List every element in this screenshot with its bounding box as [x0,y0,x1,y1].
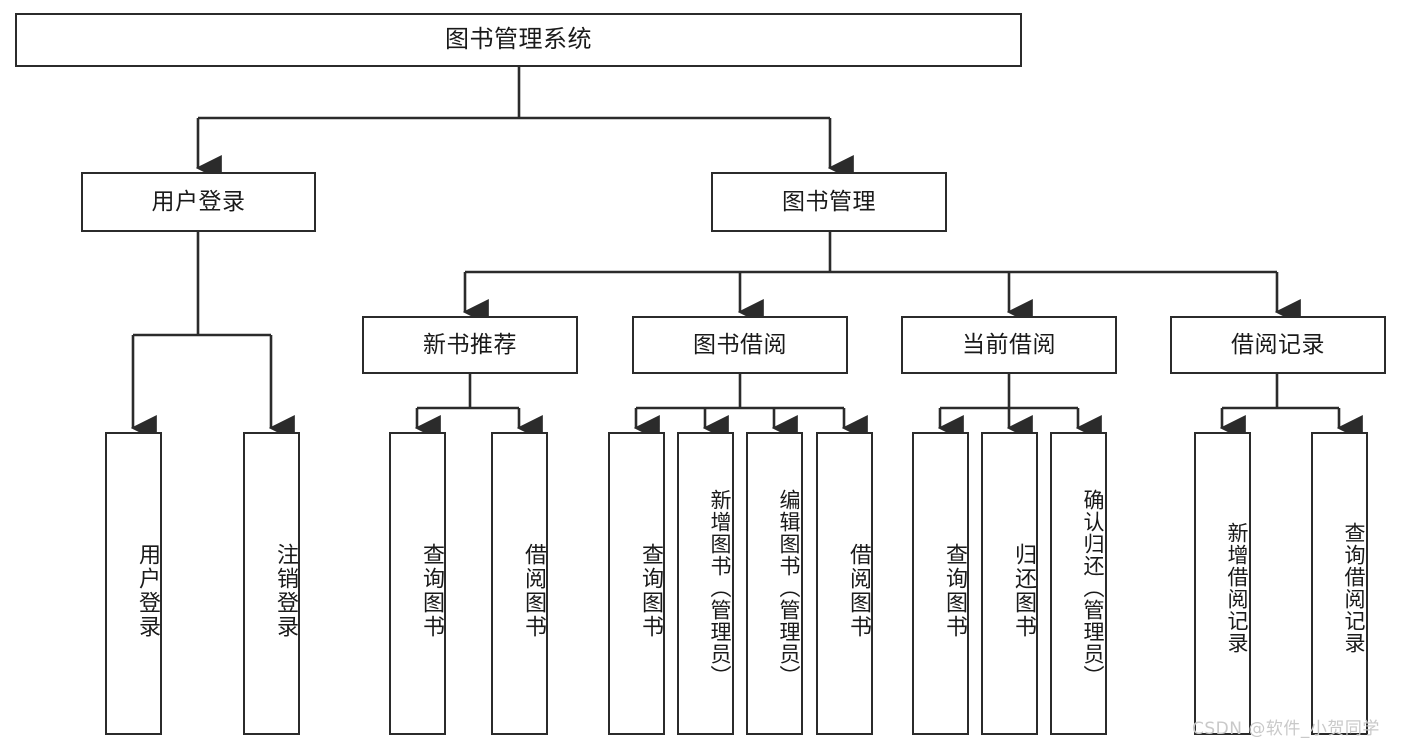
leaf-label: 借阅图书 [521,542,546,639]
leaf-label: 用户登录 [135,542,160,639]
leaf-record-query[interactable]: 查询借阅记录 [1311,432,1368,735]
node-user-login-label: 用户登录 [151,188,246,215]
watermark: CSDN @软件_小贺同学 [1192,714,1380,739]
leaf-label: 确认归还（管理员） [1081,488,1105,687]
leaf-user-login-signin[interactable]: 用户登录 [105,432,162,735]
node-book-management[interactable]: 图书管理 [711,172,947,232]
leaf-label: 编辑图书（管理员） [777,488,801,687]
watermark-text: CSDN @软件_小贺同学 [1192,719,1380,739]
node-book-borrow[interactable]: 图书借阅 [632,316,848,374]
node-current-borrow-label: 当前借阅 [962,331,1056,358]
leaf-label: 借阅图书 [846,542,871,639]
node-borrow-record[interactable]: 借阅记录 [1170,316,1386,374]
node-current-borrow[interactable]: 当前借阅 [901,316,1117,374]
node-new-book-recommend-label: 新书推荐 [423,331,517,358]
leaf-borrow-add-book-admin[interactable]: 新增图书（管理员） [677,432,734,735]
leaf-label: 归还图书 [1011,542,1036,639]
leaf-label: 新增图书（管理员） [708,488,732,687]
leaf-label: 注销登录 [273,542,298,639]
leaf-current-confirm-return-admin[interactable]: 确认归还（管理员） [1050,432,1107,735]
leaf-borrow-query-book[interactable]: 查询图书 [608,432,665,735]
node-borrow-record-label: 借阅记录 [1231,331,1325,358]
leaf-label: 查询图书 [419,542,444,639]
leaf-label: 查询图书 [942,542,967,639]
leaf-borrow-borrow-book[interactable]: 借阅图书 [816,432,873,735]
leaf-new-book-query[interactable]: 查询图书 [389,432,446,735]
node-user-login[interactable]: 用户登录 [81,172,316,232]
leaf-new-book-borrow[interactable]: 借阅图书 [491,432,548,735]
node-book-borrow-label: 图书借阅 [693,331,787,358]
leaf-label: 查询图书 [638,542,663,639]
leaf-user-login-signout[interactable]: 注销登录 [243,432,300,735]
node-new-book-recommend[interactable]: 新书推荐 [362,316,578,374]
leaf-current-return-book[interactable]: 归还图书 [981,432,1038,735]
leaf-borrow-edit-book-admin[interactable]: 编辑图书（管理员） [746,432,803,735]
node-root[interactable]: 图书管理系统 [15,13,1022,67]
leaf-label: 查询借阅记录 [1342,521,1366,654]
leaf-record-add[interactable]: 新增借阅记录 [1194,432,1251,735]
leaf-label: 新增借阅记录 [1225,521,1249,654]
node-root-label: 图书管理系统 [445,25,592,54]
node-book-management-label: 图书管理 [782,188,876,215]
leaf-current-query-book[interactable]: 查询图书 [912,432,969,735]
